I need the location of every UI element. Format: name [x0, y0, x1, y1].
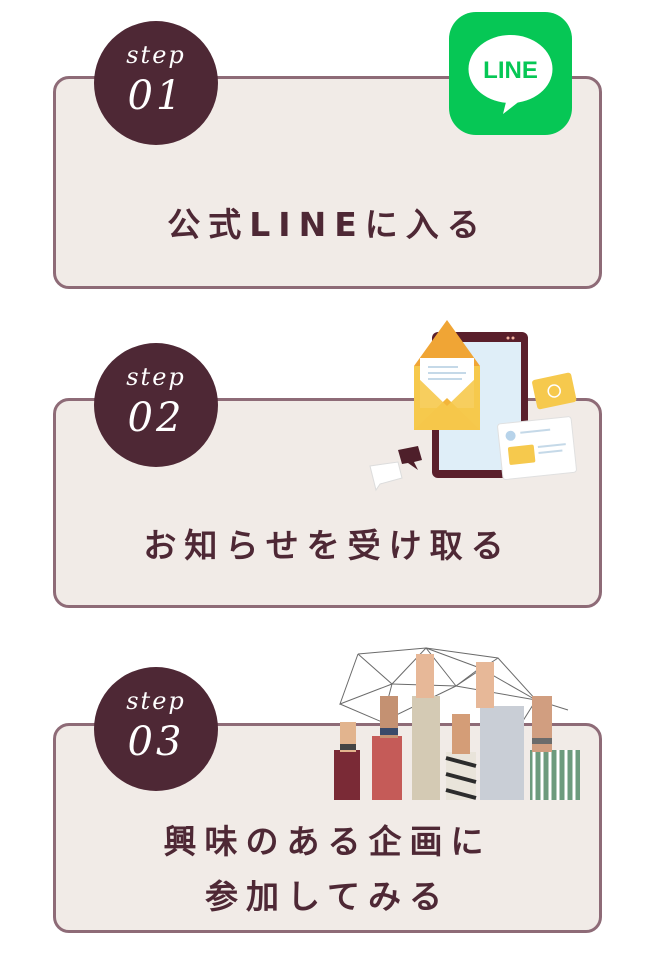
mail-notification-illustration: [368, 318, 578, 493]
step-number: 02: [127, 395, 185, 441]
hands-network-illustration: [330, 640, 582, 802]
step-3-badge: step 03: [94, 667, 218, 791]
step-number: 03: [127, 719, 185, 765]
step-label: step: [126, 687, 186, 715]
step-2-badge: step 02: [94, 343, 218, 467]
step-number: 01: [127, 73, 185, 119]
step-2-text: お知らせを受け取る: [143, 526, 512, 565]
step-1-badge: step 01: [94, 21, 218, 145]
line-logo-text: LINE: [483, 57, 538, 84]
step-label: step: [126, 363, 186, 391]
step-3-text-line-1: 興味のある企画に: [163, 822, 492, 861]
line-app-icon: LINE: [449, 12, 572, 135]
step-label: step: [126, 41, 186, 69]
step-3-text-line-2: 参加してみる: [204, 877, 450, 916]
step-1-text: 公式LINEに入る: [167, 205, 488, 244]
